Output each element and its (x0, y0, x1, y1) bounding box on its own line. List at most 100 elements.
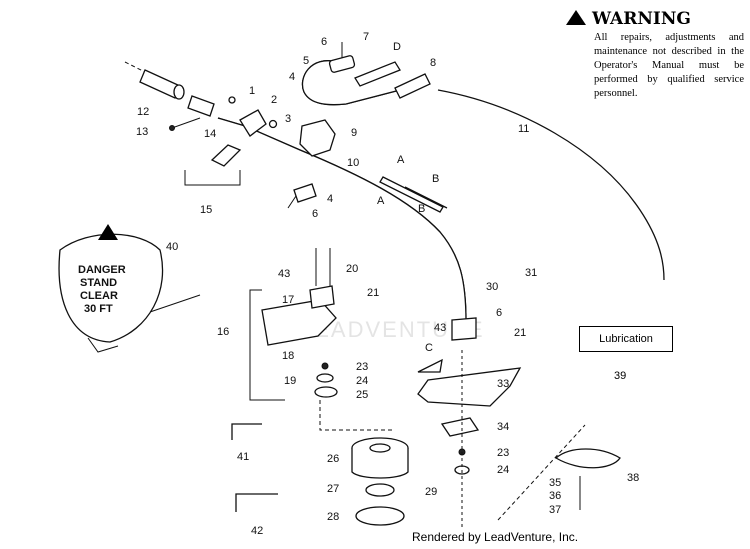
callout-16: 16 (217, 326, 229, 338)
part-10-shaft (217, 117, 467, 323)
warning-triangle-icon (566, 10, 586, 25)
danger-line-4: 30 FT (84, 303, 113, 315)
callout-23b: 23 (497, 447, 509, 459)
callout-14: 14 (204, 128, 216, 140)
callout-d: D (393, 41, 401, 53)
part-26-spool (351, 437, 409, 479)
callout-b-lower: B (418, 203, 425, 215)
callout-38: 38 (627, 472, 639, 484)
part-8-grip (394, 73, 431, 99)
part-33-blade (417, 367, 522, 407)
part-12-coupler (124, 61, 185, 100)
callout-17: 17 (282, 294, 294, 306)
part-40-danger-label: DANGER STAND CLEAR 30 FT (58, 224, 201, 353)
part-43-lower-clamp (451, 317, 477, 341)
danger-line-3: CLEAR (80, 290, 118, 302)
part-42-hex-key (235, 493, 278, 512)
part-2-bracket (239, 109, 267, 137)
callout-2: 2 (271, 94, 277, 106)
part-34-plate (440, 417, 480, 437)
callout-28: 28 (327, 511, 339, 523)
part-3-nut (268, 119, 278, 129)
part-d-grip (354, 61, 401, 87)
part-a-rod (379, 176, 444, 213)
callout-29: 29 (425, 486, 437, 498)
credit-text: Rendered by LeadVenture, Inc. (412, 530, 579, 544)
callout-1: 1 (249, 85, 255, 97)
part-24-washer (316, 373, 334, 383)
part-41-hex-key (231, 423, 262, 440)
callout-37: 37 (549, 504, 561, 516)
callout-12: 12 (137, 106, 149, 118)
callout-9: 9 (351, 127, 357, 139)
callout-6a: 6 (321, 36, 327, 48)
part-28-cap (355, 506, 405, 526)
part-25-washer (314, 386, 338, 398)
part-20-tube (315, 248, 331, 286)
part-6-screw-mid (287, 195, 297, 209)
part-1-nut (228, 96, 236, 104)
callout-8: 8 (430, 57, 436, 69)
lube-leader (319, 400, 395, 431)
callout-21a: 21 (367, 287, 379, 299)
part-11-cable (437, 89, 665, 281)
part-5-loop-handle (301, 55, 401, 106)
callout-43a: 43 (278, 268, 290, 280)
callout-4a: 4 (289, 71, 295, 83)
callout-6b: 6 (312, 208, 318, 220)
part-38-head (554, 448, 621, 469)
part-27-spring (365, 483, 395, 497)
callout-a-upper: A (397, 154, 405, 166)
callout-43b: 43 (434, 322, 446, 334)
part-9-knob (299, 119, 336, 157)
callout-24b: 24 (497, 464, 509, 476)
callout-42: 42 (251, 525, 263, 537)
part-23-nut (321, 362, 329, 370)
callout-33: 33 (497, 378, 509, 390)
callout-b-upper: B (432, 173, 439, 185)
warning-text: All repairs, adjustments and maintenance… (594, 32, 744, 99)
callout-35: 35 (549, 477, 561, 489)
callout-13: 13 (136, 126, 148, 138)
callout-4b: 4 (327, 193, 333, 205)
part-14-clamp (187, 95, 215, 117)
callout-41: 41 (237, 451, 249, 463)
callout-25: 25 (356, 389, 368, 401)
callout-24a: 24 (356, 375, 368, 387)
callout-5: 5 (303, 55, 309, 67)
part-16-guard (249, 289, 337, 401)
danger-line-1: DANGER (78, 264, 126, 276)
callout-36: 36 (549, 490, 561, 502)
lubrication-box: Lubrication (579, 326, 673, 352)
callout-20: 20 (346, 263, 358, 275)
danger-line-2: STAND (80, 277, 117, 289)
callout-31: 31 (525, 267, 537, 279)
callout-40: 40 (166, 241, 178, 253)
part-43-clamp (309, 285, 335, 309)
lubrication-ref: 39 (614, 370, 627, 382)
callout-7: 7 (363, 31, 369, 43)
callout-6c: 6 (496, 307, 502, 319)
callout-23a: 23 (356, 361, 368, 373)
callout-30: 30 (486, 281, 498, 293)
callout-26: 26 (327, 453, 339, 465)
callout-21b: 21 (514, 327, 526, 339)
callout-18: 18 (282, 350, 294, 362)
callout-a-lower: A (377, 195, 385, 207)
callout-34: 34 (497, 421, 509, 433)
callout-10: 10 (347, 157, 359, 169)
callout-11: 11 (518, 123, 529, 135)
part-b-rod (404, 186, 448, 209)
part-15-handle (184, 144, 242, 186)
callout-19: 19 (284, 375, 296, 387)
part-c-shield (417, 358, 443, 373)
part-4-clamp (293, 183, 317, 203)
callout-15: 15 (200, 204, 212, 216)
callout-3: 3 (285, 113, 291, 125)
callout-27: 27 (327, 483, 339, 495)
warning-title-text: WARNING (592, 9, 691, 29)
lube-dashed (497, 424, 586, 521)
callout-c: C (425, 342, 433, 354)
warning-title: WARNING (566, 9, 691, 29)
